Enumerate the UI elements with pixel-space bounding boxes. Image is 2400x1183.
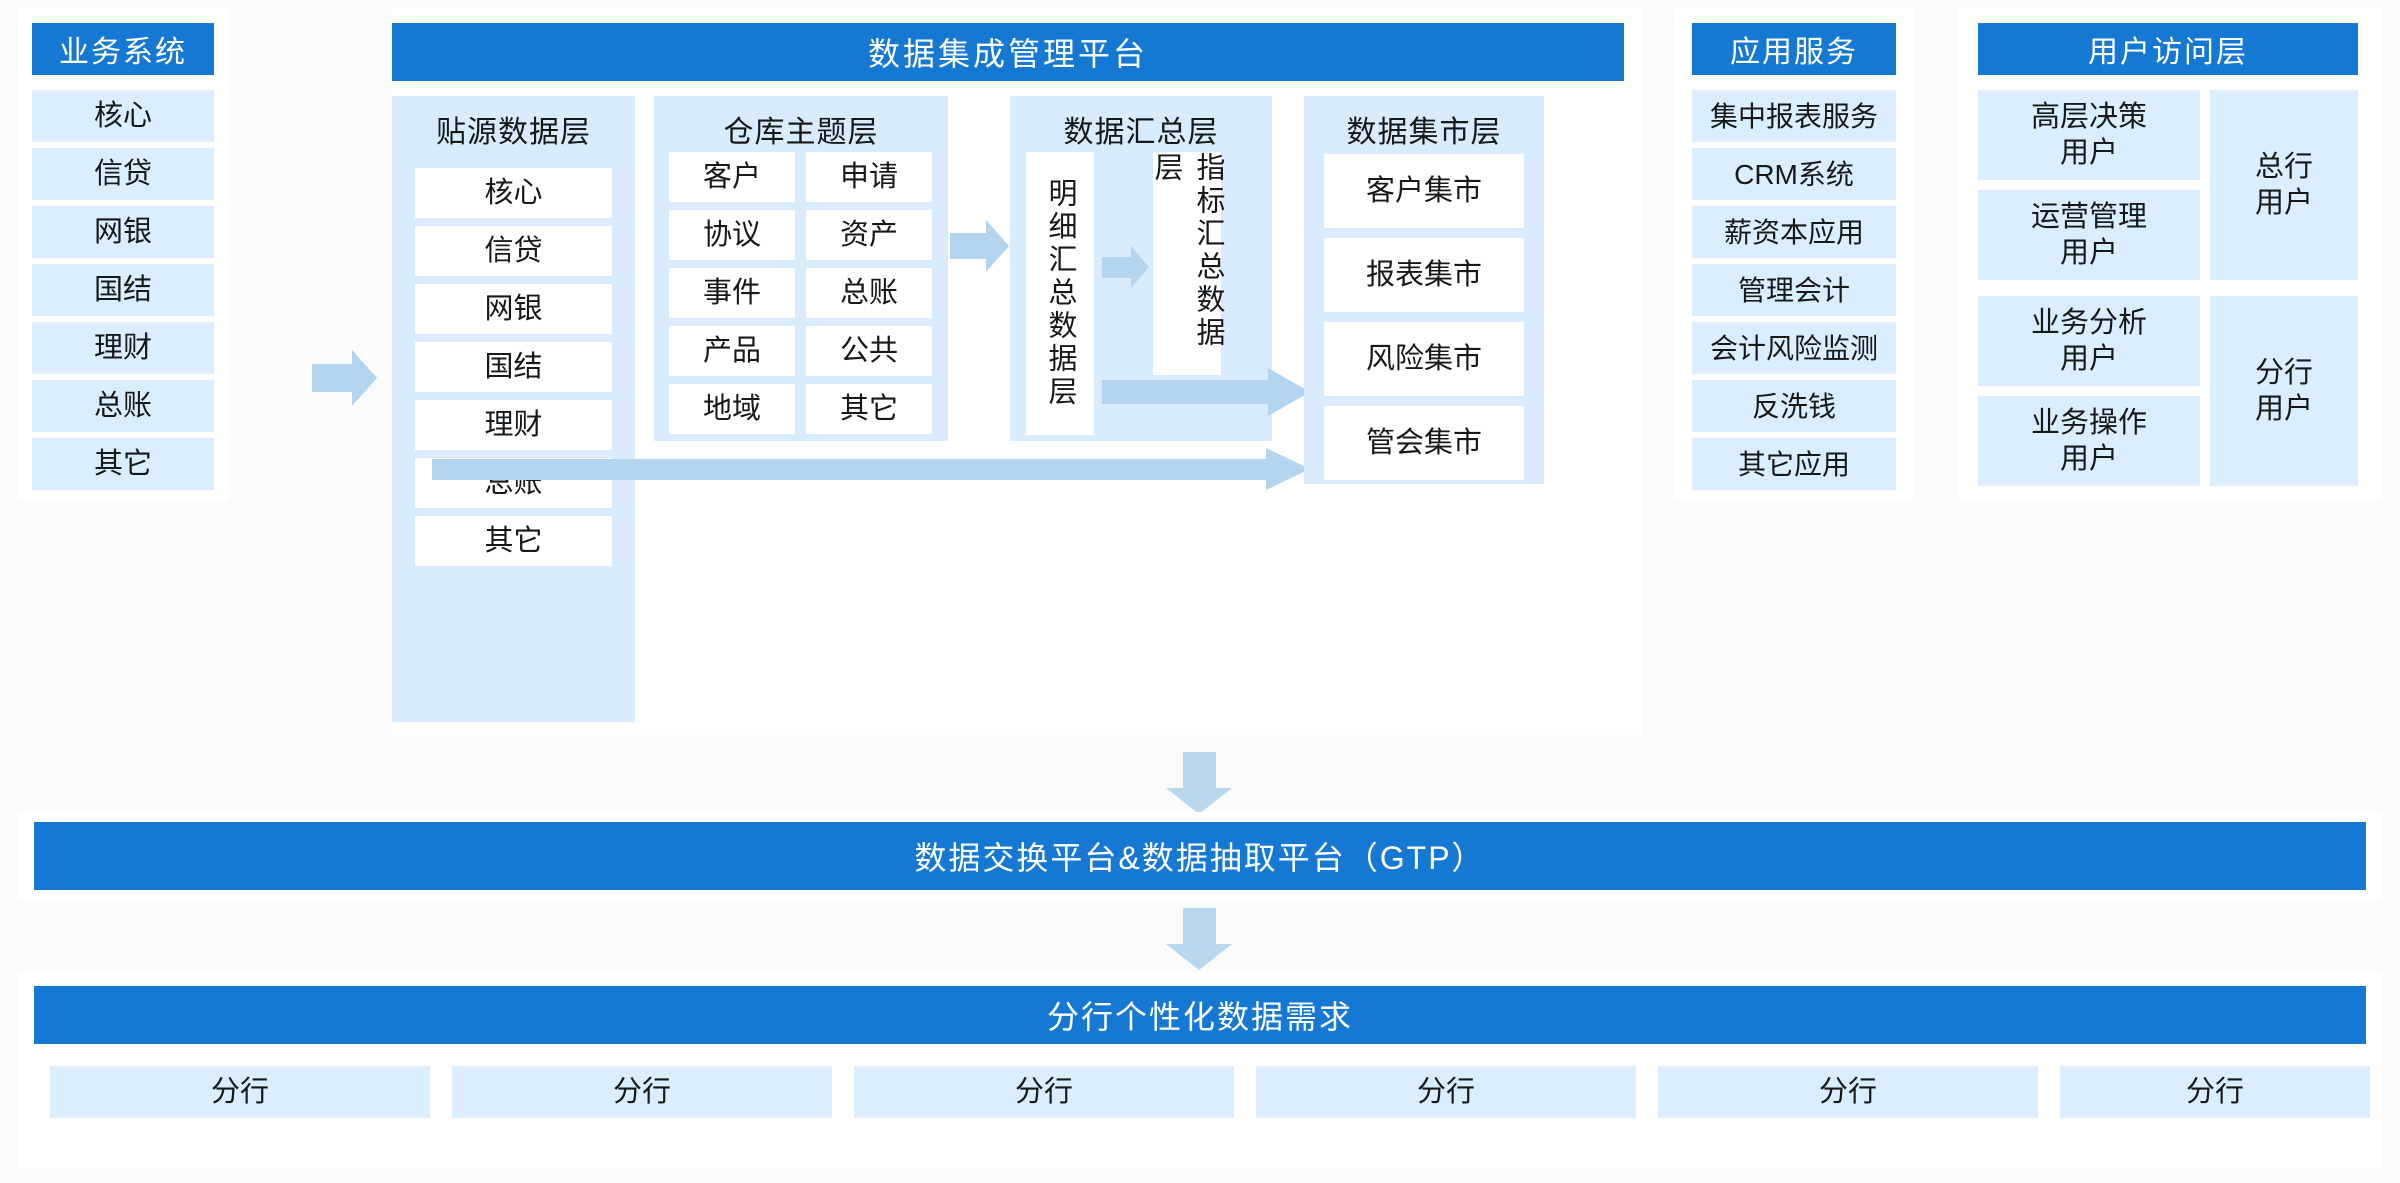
arrow-warehouse-to-mart-long <box>432 448 1311 490</box>
branch-item[interactable]: 分行 <box>2060 1066 2370 1118</box>
business-systems-panel: 业务系统 核心 信贷 网银 国结 理财 总账 其它 <box>18 8 228 500</box>
user-access-item[interactable]: 高层决策 用户 <box>1978 90 2200 180</box>
source-layer-group: 贴源数据层 核心 信贷 网银 国结 理财 总账 其它 <box>392 96 635 722</box>
branch-requirements-title: 分行个性化数据需求 <box>34 986 2366 1044</box>
app-service-item[interactable]: 集中报表服务 <box>1692 90 1896 142</box>
business-system-item[interactable]: 网银 <box>32 206 214 258</box>
warehouse-item[interactable]: 地域 <box>669 384 795 434</box>
warehouse-item[interactable]: 客户 <box>669 152 795 202</box>
warehouse-layer-group: 仓库主题层 客户 协议 事件 产品 地域 申请 资产 总账 公共 其它 <box>654 96 948 441</box>
warehouse-item[interactable]: 协议 <box>669 210 795 260</box>
mart-item[interactable]: 风险集市 <box>1324 322 1524 396</box>
arrow-warehouse-to-summary <box>950 220 1009 272</box>
app-services-title: 应用服务 <box>1692 23 1896 75</box>
detail-summary-data-layer-box[interactable]: 明细汇总数据层 <box>1026 152 1094 435</box>
warehouse-item[interactable]: 事件 <box>669 268 795 318</box>
mart-item[interactable]: 客户集市 <box>1324 154 1524 228</box>
mart-layer-group: 数据集市层 客户集市 报表集市 风险集市 管会集市 <box>1304 96 1544 484</box>
user-access-item[interactable]: 运营管理 用户 <box>1978 190 2200 280</box>
business-system-item[interactable]: 核心 <box>32 90 214 142</box>
warehouse-item[interactable]: 总账 <box>806 268 932 318</box>
warehouse-layer-title: 仓库主题层 <box>723 116 879 149</box>
source-layer-title: 贴源数据层 <box>436 116 591 149</box>
warehouse-item[interactable]: 资产 <box>806 210 932 260</box>
app-service-item[interactable]: CRM系统 <box>1692 148 1896 200</box>
user-access-item[interactable]: 业务操作 用户 <box>1978 396 2200 486</box>
summary-layer-title: 数据汇总层 <box>1063 116 1219 149</box>
source-layer-item[interactable]: 网银 <box>415 284 612 334</box>
user-group-item[interactable]: 分行 用户 <box>2210 296 2358 486</box>
business-system-item[interactable]: 信贷 <box>32 148 214 200</box>
warehouse-item[interactable]: 产品 <box>669 326 795 376</box>
exchange-platform-panel: 数据交换平台&数据抽取平台（GTP） <box>18 812 2382 900</box>
app-service-item[interactable]: 会计风险监测 <box>1692 322 1896 374</box>
source-layer-item[interactable]: 其它 <box>415 516 612 566</box>
data-integration-platform-panel: 数据集成管理平台 贴源数据层 核心 信贷 网银 国结 理财 总账 其它 仓库主题… <box>392 8 1642 735</box>
business-system-item[interactable]: 其它 <box>32 438 214 490</box>
branch-item[interactable]: 分行 <box>1658 1066 2038 1118</box>
app-service-item[interactable]: 管理会计 <box>1692 264 1896 316</box>
app-service-item[interactable]: 其它应用 <box>1692 438 1896 490</box>
source-layer-item[interactable]: 信贷 <box>415 226 612 276</box>
arrow-summary-to-mart <box>1102 368 1311 416</box>
business-system-item[interactable]: 总账 <box>32 380 214 432</box>
app-service-item[interactable]: 薪资本应用 <box>1692 206 1896 258</box>
business-system-item[interactable]: 理财 <box>32 322 214 374</box>
warehouse-item[interactable]: 公共 <box>806 326 932 376</box>
arrow-exchange-to-branch <box>1166 908 1232 970</box>
mart-layer-title: 数据集市层 <box>1346 116 1502 149</box>
branch-item[interactable]: 分行 <box>1256 1066 1636 1118</box>
arrow-detail-to-index <box>1102 246 1149 288</box>
source-layer-item[interactable]: 理财 <box>415 400 612 450</box>
exchange-platform-title: 数据交换平台&数据抽取平台（GTP） <box>34 822 2366 890</box>
branch-item[interactable]: 分行 <box>50 1066 430 1118</box>
branch-item[interactable]: 分行 <box>452 1066 832 1118</box>
user-access-item[interactable]: 业务分析 用户 <box>1978 296 2200 386</box>
branch-item[interactable]: 分行 <box>854 1066 1234 1118</box>
warehouse-item[interactable]: 其它 <box>806 384 932 434</box>
index-summary-data-layer-box[interactable]: 指标汇总数据层 <box>1150 152 1224 375</box>
branch-requirements-panel: 分行个性化数据需求 分行 分行 分行 分行 分行 分行 <box>18 972 2382 1168</box>
summary-layer-group: 数据汇总层 明细汇总数据层 指标汇总数据层 <box>1010 96 1272 441</box>
app-service-item[interactable]: 反洗钱 <box>1692 380 1896 432</box>
user-group-item[interactable]: 总行 用户 <box>2210 90 2358 280</box>
app-services-panel: 应用服务 集中报表服务 CRM系统 薪资本应用 管理会计 会计风险监测 反洗钱 … <box>1674 8 1914 500</box>
source-layer-item[interactable]: 核心 <box>415 168 612 218</box>
source-layer-item[interactable]: 国结 <box>415 342 612 392</box>
arrow-platform-to-exchange <box>1166 752 1232 814</box>
warehouse-item[interactable]: 申请 <box>806 152 932 202</box>
mart-item[interactable]: 管会集市 <box>1324 406 1524 480</box>
user-access-title: 用户访问层 <box>1978 23 2358 75</box>
business-system-item[interactable]: 国结 <box>32 264 214 316</box>
user-access-panel: 用户访问层 高层决策 用户 运营管理 用户 业务分析 用户 业务操作 用户 总行… <box>1958 8 2382 500</box>
mart-item[interactable]: 报表集市 <box>1324 238 1524 312</box>
business-systems-title: 业务系统 <box>32 23 214 75</box>
platform-title: 数据集成管理平台 <box>392 23 1624 81</box>
arrow-business-to-platform <box>312 350 377 406</box>
